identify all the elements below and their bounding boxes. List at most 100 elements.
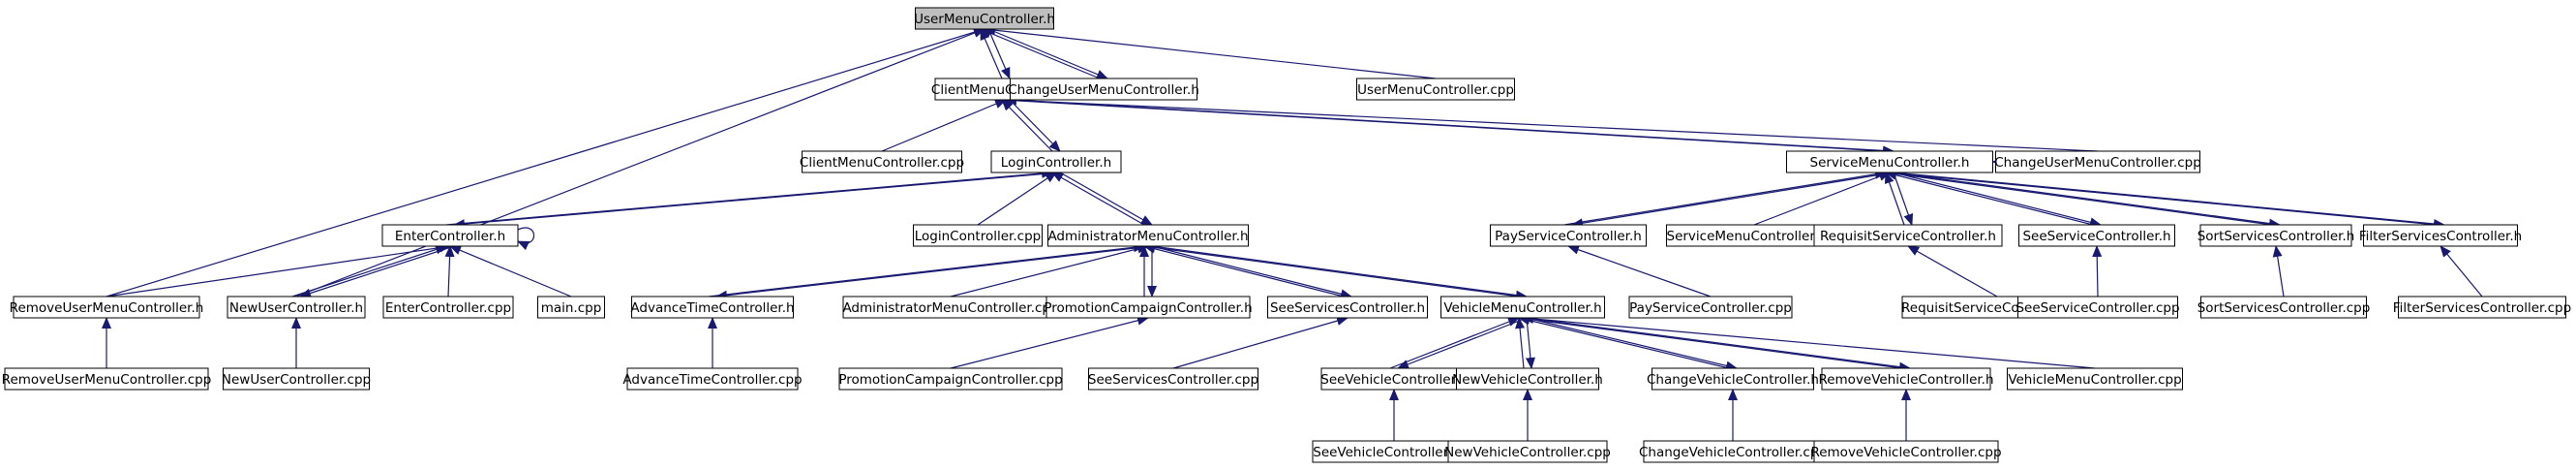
node-n9[interactable]: EnterController.h	[381, 224, 519, 247]
node-n1[interactable]: UserMenuController.h	[914, 7, 1055, 30]
node-n10[interactable]: LoginController.cpp	[913, 224, 1043, 247]
node-n34[interactable]: AdvanceTimeController.cpp	[622, 367, 803, 391]
node-label: RemoveVehicleController.cpp	[1810, 445, 2001, 460]
node-box	[2018, 224, 2175, 247]
node-n14[interactable]: RequisitServiceController.h	[1813, 224, 2003, 247]
edge-n9-n9	[517, 227, 534, 251]
edge-n7-n16	[1893, 172, 2281, 229]
edge-n25-n11	[1143, 243, 1345, 298]
node-box	[1628, 296, 1793, 319]
edge-n26-n38	[1525, 317, 1535, 369]
node-label: SeeVehicleController.cpp	[1313, 445, 1474, 460]
node-n30[interactable]: SortServicesController.cpp	[2197, 296, 2371, 319]
edge-n27-n12	[1567, 244, 1712, 298]
edge-n26-n40	[1526, 317, 1911, 372]
node-n31[interactable]: FilterServicesController.cpp	[2393, 296, 2571, 319]
node-label: PromotionCampaignController.h	[1044, 300, 1252, 316]
edges-layer	[102, 25, 2483, 441]
node-n5[interactable]: ClientMenuController.cpp	[800, 150, 964, 173]
node-n24[interactable]: PromotionCampaignController.h	[1044, 296, 1253, 319]
node-label: RemoveVehicleController.h	[1818, 372, 1993, 388]
node-box	[4, 367, 209, 391]
node-n17[interactable]: FilterServicesController.h	[2359, 224, 2522, 247]
edge-n18-n9	[106, 242, 451, 298]
node-n25[interactable]: SeeServicesController.h	[1267, 296, 1428, 319]
edge-n13-n7	[1753, 172, 1891, 226]
node-box	[1995, 150, 2200, 173]
node-label: FilterServicesController.cpp	[2393, 300, 2571, 316]
node-n18[interactable]: RemoveUserMenuController.h	[10, 296, 204, 319]
edge-n22-n11	[708, 242, 1145, 298]
node-n21[interactable]: main.cpp	[537, 296, 605, 319]
node-n44[interactable]: ChangeVehicleController.cpp	[1639, 440, 1827, 463]
node-n15[interactable]: SeeServiceController.h	[2018, 224, 2175, 247]
node-n19[interactable]: NewUserController.h	[227, 296, 366, 319]
edge-n29-n15	[2092, 245, 2103, 298]
node-n41[interactable]: VehicleMenuController.cpp	[2007, 367, 2183, 391]
edge-n6-n9	[453, 172, 1061, 230]
node-n43[interactable]: NewVehicleController.cpp	[1444, 440, 1611, 463]
node-n6[interactable]: LoginController.h	[990, 150, 1122, 173]
node-n33[interactable]: NewUserController.cpp	[222, 367, 371, 391]
node-label: AdministratorMenuController.cpp	[842, 300, 1058, 316]
edge-n21-n9	[449, 245, 572, 298]
node-n16[interactable]: SortServicesController.h	[2197, 224, 2355, 247]
nodes-layer: UserMenuController.hClientMenuController…	[2, 7, 2571, 463]
node-n22[interactable]: AdvanceTimeController.h	[630, 296, 795, 319]
node-n20[interactable]: EnterController.cpp	[382, 296, 514, 319]
edge-n8-n2	[1005, 95, 2099, 152]
node-n27[interactable]: PayServiceController.cpp	[1628, 296, 1793, 319]
node-box	[990, 150, 1122, 173]
edge-n7-n14	[1893, 172, 1914, 226]
node-label: ServiceMenuController.h	[1810, 155, 1970, 171]
node-n7[interactable]: ServiceMenuController.h	[1786, 150, 1993, 173]
node-n32[interactable]: RemoveUserMenuController.cpp	[2, 367, 212, 391]
node-n13[interactable]: ServiceMenuController.cpp	[1666, 224, 1842, 247]
node-label: PromotionCampaignController.cpp	[838, 372, 1062, 388]
node-n29[interactable]: SeeServiceController.cpp	[2015, 296, 2180, 319]
node-label: SeeServicesController.h	[1270, 300, 1425, 316]
node-n23[interactable]: AdministratorMenuController.cpp	[842, 296, 1059, 319]
node-n37[interactable]: SeeVehicleController.h	[1320, 367, 1468, 391]
node-box	[1652, 367, 1814, 391]
node-n35[interactable]: PromotionCampaignController.cpp	[838, 367, 1063, 391]
node-n11[interactable]: AdministratorMenuController.h	[1047, 224, 1249, 247]
edge-n36-n25	[1172, 316, 1349, 369]
node-label: SortServicesController.cpp	[2197, 300, 2371, 316]
node-label: NewUserController.cpp	[222, 372, 371, 388]
node-label: ChangeVehicleController.h	[1647, 372, 1819, 388]
edge-n15-n7	[1885, 170, 2094, 226]
node-n4[interactable]: UserMenuController.cpp	[1356, 78, 1515, 101]
node-label: PayServiceController.cpp	[1629, 300, 1792, 316]
edge-n41-n26	[1522, 313, 2096, 369]
node-box	[13, 296, 200, 319]
node-box	[913, 224, 1043, 247]
edge-n17-n7	[1885, 169, 2438, 226]
node-n8[interactable]: ChangeUserMenuController.cpp	[1994, 150, 2201, 173]
node-n12[interactable]: PayServiceController.h	[1490, 224, 1647, 247]
edge-n16-n7	[1885, 169, 2273, 226]
node-label: PayServiceController.h	[1495, 229, 1642, 244]
node-label: ClientMenuController.cpp	[800, 155, 964, 171]
node-n42[interactable]: SeeVehicleController.cpp	[1312, 440, 1476, 463]
edge-n30-n16	[2272, 245, 2285, 298]
node-label: EnterController.h	[395, 229, 505, 244]
node-n26[interactable]: VehicleMenuController.h	[1440, 296, 1605, 319]
edge-n5-n2	[881, 99, 1007, 152]
node-n45[interactable]: RemoveVehicleController.cpp	[1810, 440, 2002, 463]
node-n38[interactable]: NewVehicleController.h	[1452, 367, 1603, 391]
node-n36[interactable]: SeeServicesController.cpp	[1088, 367, 1258, 391]
node-box	[1456, 367, 1599, 391]
node-label: ChangeUserMenuController.h	[1008, 82, 1199, 98]
node-label: main.cpp	[541, 300, 602, 316]
edge-n7-n12	[1571, 172, 1894, 229]
edge-n6-n2	[1001, 99, 1053, 152]
edge-n26-n37	[1397, 317, 1528, 369]
node-n39[interactable]: ChangeVehicleController.h	[1647, 367, 1819, 391]
node-n40[interactable]: RemoveVehicleController.h	[1818, 367, 1994, 391]
edge-n2-n7	[1009, 99, 1894, 156]
node-box	[1356, 78, 1515, 101]
node-label: NewVehicleController.h	[1452, 372, 1603, 388]
node-box	[2017, 296, 2178, 319]
node-n3[interactable]: ChangeUserMenuController.h	[1008, 78, 1199, 101]
